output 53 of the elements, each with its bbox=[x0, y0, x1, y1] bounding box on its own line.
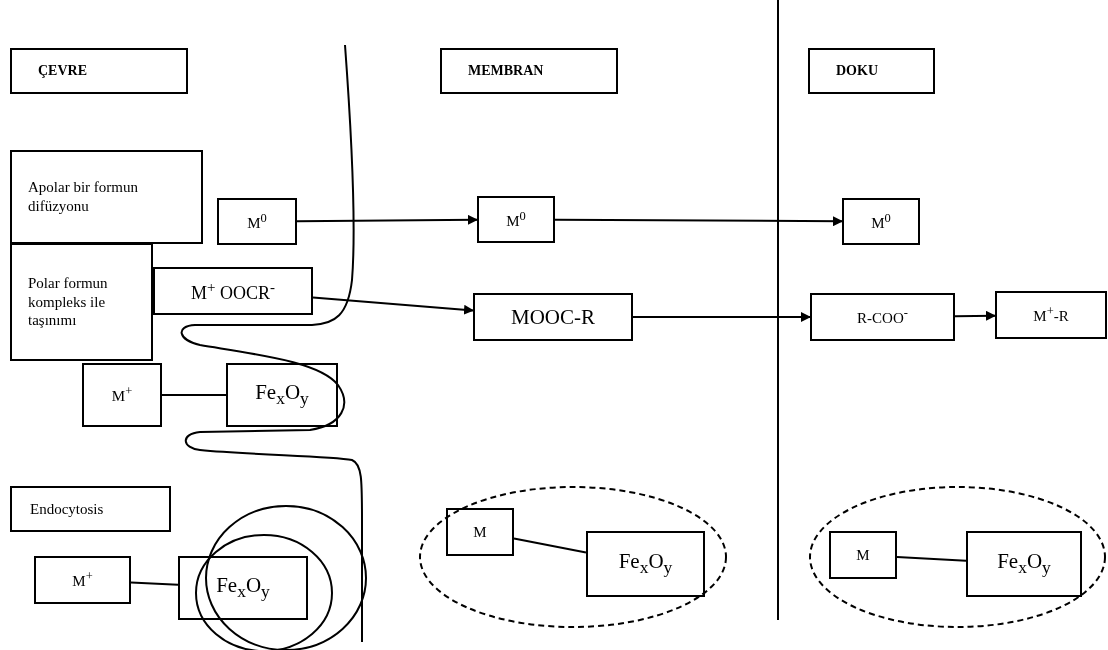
species-box bbox=[446, 508, 514, 556]
formula-text: Fe$_{x}$O$_{y}$ bbox=[618, 548, 673, 580]
heading-text: MEMBRAN bbox=[468, 62, 544, 80]
species-box bbox=[477, 196, 555, 243]
process-label bbox=[10, 486, 171, 532]
arrow bbox=[296, 214, 478, 225]
connector-line bbox=[896, 555, 967, 562]
process-label bbox=[10, 243, 153, 361]
arrow bbox=[554, 216, 843, 227]
species-box bbox=[178, 556, 308, 620]
label-text: Apolar bir formun difüzyonu bbox=[28, 178, 139, 216]
species-box bbox=[995, 291, 1107, 339]
connector-line bbox=[130, 581, 179, 586]
formula-text: MOOC-R bbox=[511, 303, 595, 331]
species-box bbox=[153, 267, 313, 315]
formula-text: M$^{+}$ bbox=[72, 569, 93, 591]
formula-text: M bbox=[473, 522, 487, 542]
connector-line bbox=[513, 537, 587, 554]
species-box bbox=[586, 531, 705, 597]
arrow bbox=[312, 296, 474, 315]
formula-text: Fe$_{x}$O$_{y}$ bbox=[255, 379, 309, 411]
species-box bbox=[842, 198, 920, 245]
species-box bbox=[82, 363, 162, 427]
species-box bbox=[810, 293, 955, 341]
dashed-ellipse bbox=[808, 485, 1107, 629]
heading-text: ÇEVRE bbox=[38, 62, 87, 80]
species-box bbox=[966, 531, 1082, 597]
species-box bbox=[226, 363, 338, 427]
species-box bbox=[217, 198, 297, 245]
formula-text: Fe$_{x}$O$_{y}$ bbox=[216, 572, 270, 604]
formula-text: M$^{+}$ bbox=[111, 384, 133, 406]
formula-text: M bbox=[856, 545, 870, 565]
formula-text: M$^{+}$ OOCR$^{-}$ bbox=[191, 277, 275, 305]
species-box bbox=[34, 556, 131, 604]
species-box bbox=[829, 531, 897, 579]
arrow bbox=[632, 312, 811, 322]
process-label bbox=[10, 150, 203, 244]
label-text: Polar formun kompleks ile taşınımı bbox=[28, 273, 109, 331]
column-heading bbox=[10, 48, 188, 94]
species-box bbox=[473, 293, 633, 341]
formula-text: M$^{0}$ bbox=[871, 210, 891, 233]
formula-text: M$^{+}$-R bbox=[1033, 304, 1069, 326]
formula-text: R-COO$^{-}$ bbox=[857, 306, 908, 328]
column-heading bbox=[440, 48, 618, 94]
formula-text: M$^{0}$ bbox=[506, 208, 526, 231]
formula-text: M$^{0}$ bbox=[247, 210, 267, 233]
column-heading bbox=[808, 48, 935, 94]
connector-line bbox=[161, 394, 227, 396]
dashed-ellipse bbox=[418, 485, 728, 629]
heading-text: DOKU bbox=[836, 62, 878, 80]
formula-text: Fe$_{x}$O$_{y}$ bbox=[997, 548, 1051, 580]
label-text: Endocytosis bbox=[30, 499, 104, 519]
arrow bbox=[954, 310, 996, 321]
